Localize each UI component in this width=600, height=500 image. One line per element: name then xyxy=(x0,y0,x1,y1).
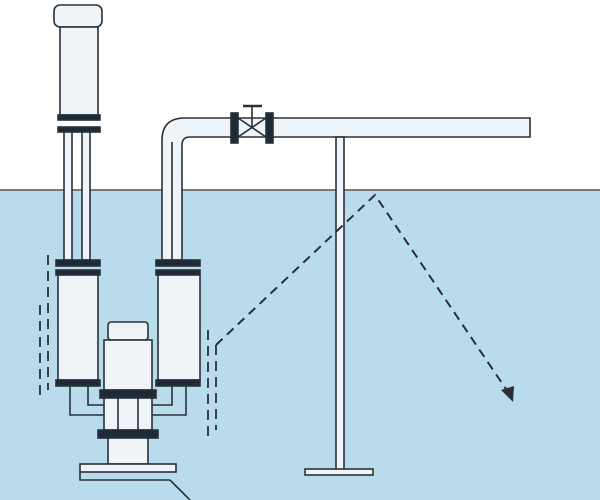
pump-housing xyxy=(103,397,153,431)
flow-path xyxy=(215,193,511,396)
motor-column xyxy=(53,4,103,387)
pump-motor-top xyxy=(107,321,149,341)
water-tank xyxy=(0,190,600,500)
mount-plate xyxy=(79,463,177,473)
column-pipe xyxy=(63,131,73,261)
column-pipe xyxy=(81,131,91,261)
pump-motor xyxy=(103,339,153,391)
flange xyxy=(155,259,201,267)
floor-line xyxy=(169,479,191,500)
suction-pipe xyxy=(69,386,104,416)
flow-arrow-icon xyxy=(215,193,514,402)
flange xyxy=(155,379,201,387)
suction-pipe xyxy=(152,386,187,416)
pump-icon xyxy=(69,321,191,500)
left-cylinder xyxy=(57,274,99,381)
floor-line xyxy=(79,472,170,481)
flange xyxy=(57,126,101,133)
valve-icon xyxy=(230,104,274,144)
flange xyxy=(57,114,101,121)
pipe-elbow xyxy=(161,117,531,261)
support-base xyxy=(304,468,374,476)
flange xyxy=(55,379,101,387)
support-rod xyxy=(335,136,345,471)
pump-base xyxy=(107,437,149,465)
right-cylinder xyxy=(157,274,201,381)
flange xyxy=(97,429,159,439)
support-stand xyxy=(304,136,374,476)
valve-flange xyxy=(265,112,274,144)
motor-body xyxy=(59,26,99,116)
flange xyxy=(99,389,157,399)
motor-cap xyxy=(53,4,103,28)
valve-body xyxy=(237,116,267,139)
valve-flange xyxy=(230,112,239,144)
vibration-marks xyxy=(39,255,217,440)
arrow-head xyxy=(501,386,514,402)
discharge-pipe xyxy=(155,117,531,387)
flange xyxy=(55,259,101,267)
